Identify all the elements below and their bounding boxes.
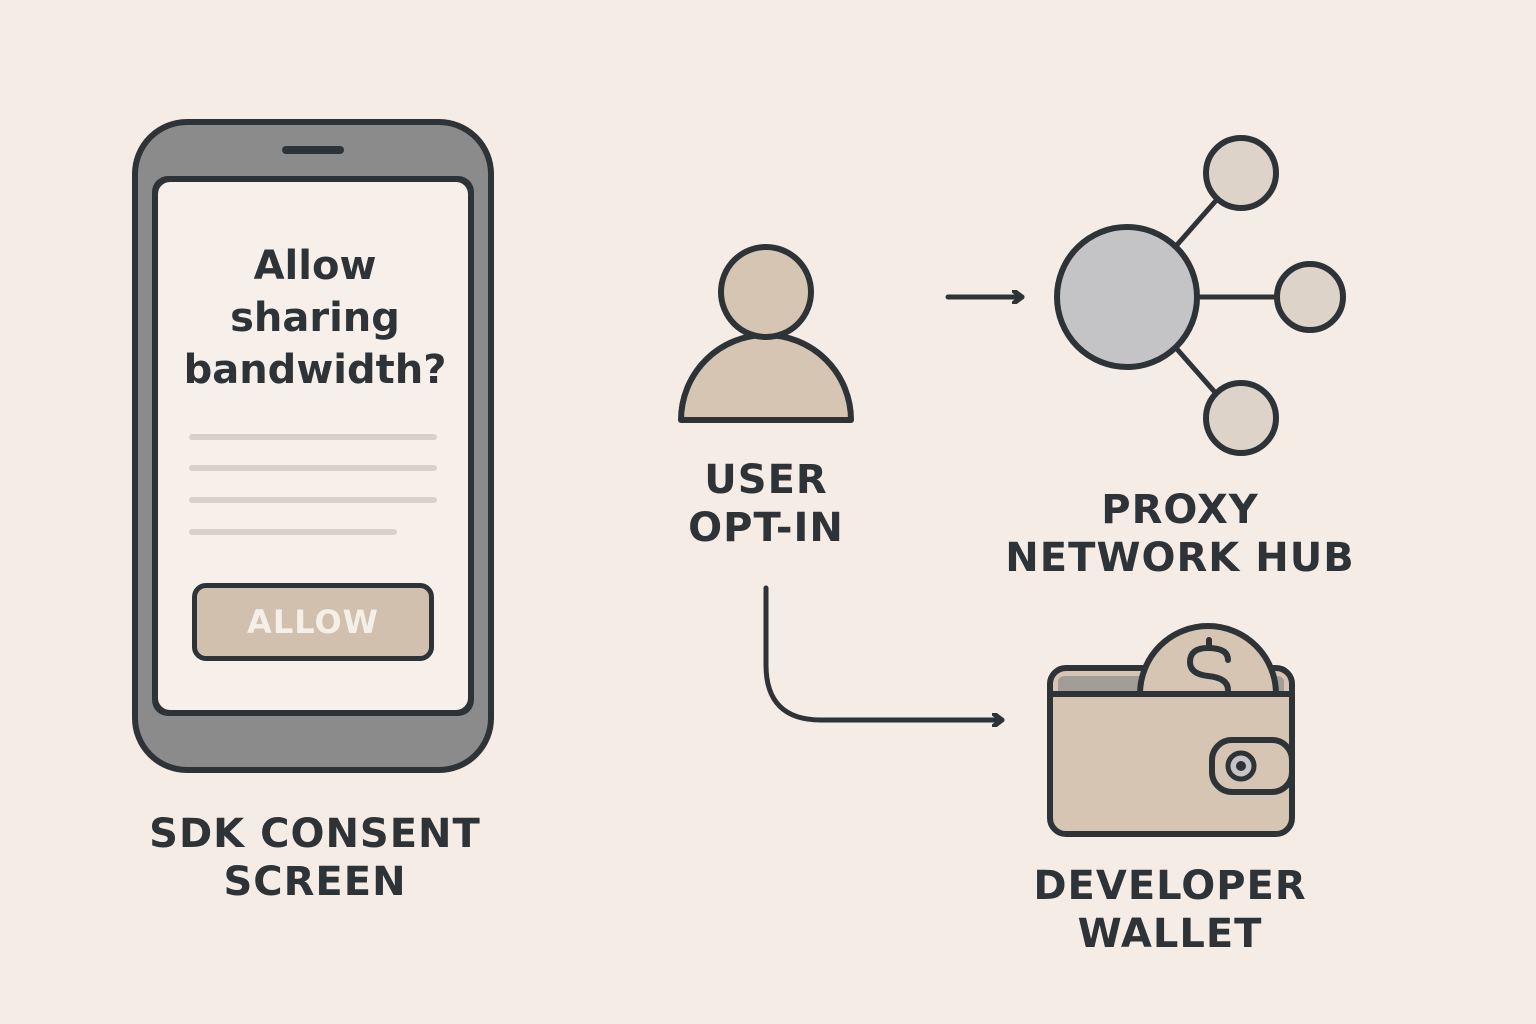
hub-caption: PROXY NETWORK HUB xyxy=(1000,486,1360,582)
allow-button[interactable]: ALLOW xyxy=(192,583,434,661)
wallet-icon xyxy=(1047,623,1295,837)
wallet-caption: DEVELOPER WALLET xyxy=(1000,862,1340,958)
caption-line: DEVELOPER xyxy=(1033,863,1307,909)
caption-line: NETWORK HUB xyxy=(1005,535,1355,581)
caption-line: USER xyxy=(704,457,828,503)
caption-line: OPT-IN xyxy=(688,505,844,551)
dollar-coin-icon xyxy=(1137,623,1279,697)
question-line: Allow xyxy=(253,243,377,289)
consent-question: Allow sharing bandwidth? xyxy=(160,240,470,396)
phone-caption: SDK CONSENT SCREEN xyxy=(115,810,515,906)
phone-icon xyxy=(132,119,494,773)
question-line: sharing xyxy=(230,295,400,341)
caption-line: WALLET xyxy=(1077,911,1263,957)
arrow-to-wallet xyxy=(763,585,1005,720)
caption-line: PROXY xyxy=(1101,487,1259,533)
question-line: bandwidth? xyxy=(183,347,447,393)
network-hub-icon xyxy=(1054,135,1346,456)
consent-text-placeholder xyxy=(189,434,437,535)
caption-line: SCREEN xyxy=(223,859,407,905)
user-caption: USER OPT-IN xyxy=(636,456,896,552)
caption-line: SDK CONSENT xyxy=(149,811,481,857)
user-icon xyxy=(678,244,854,423)
